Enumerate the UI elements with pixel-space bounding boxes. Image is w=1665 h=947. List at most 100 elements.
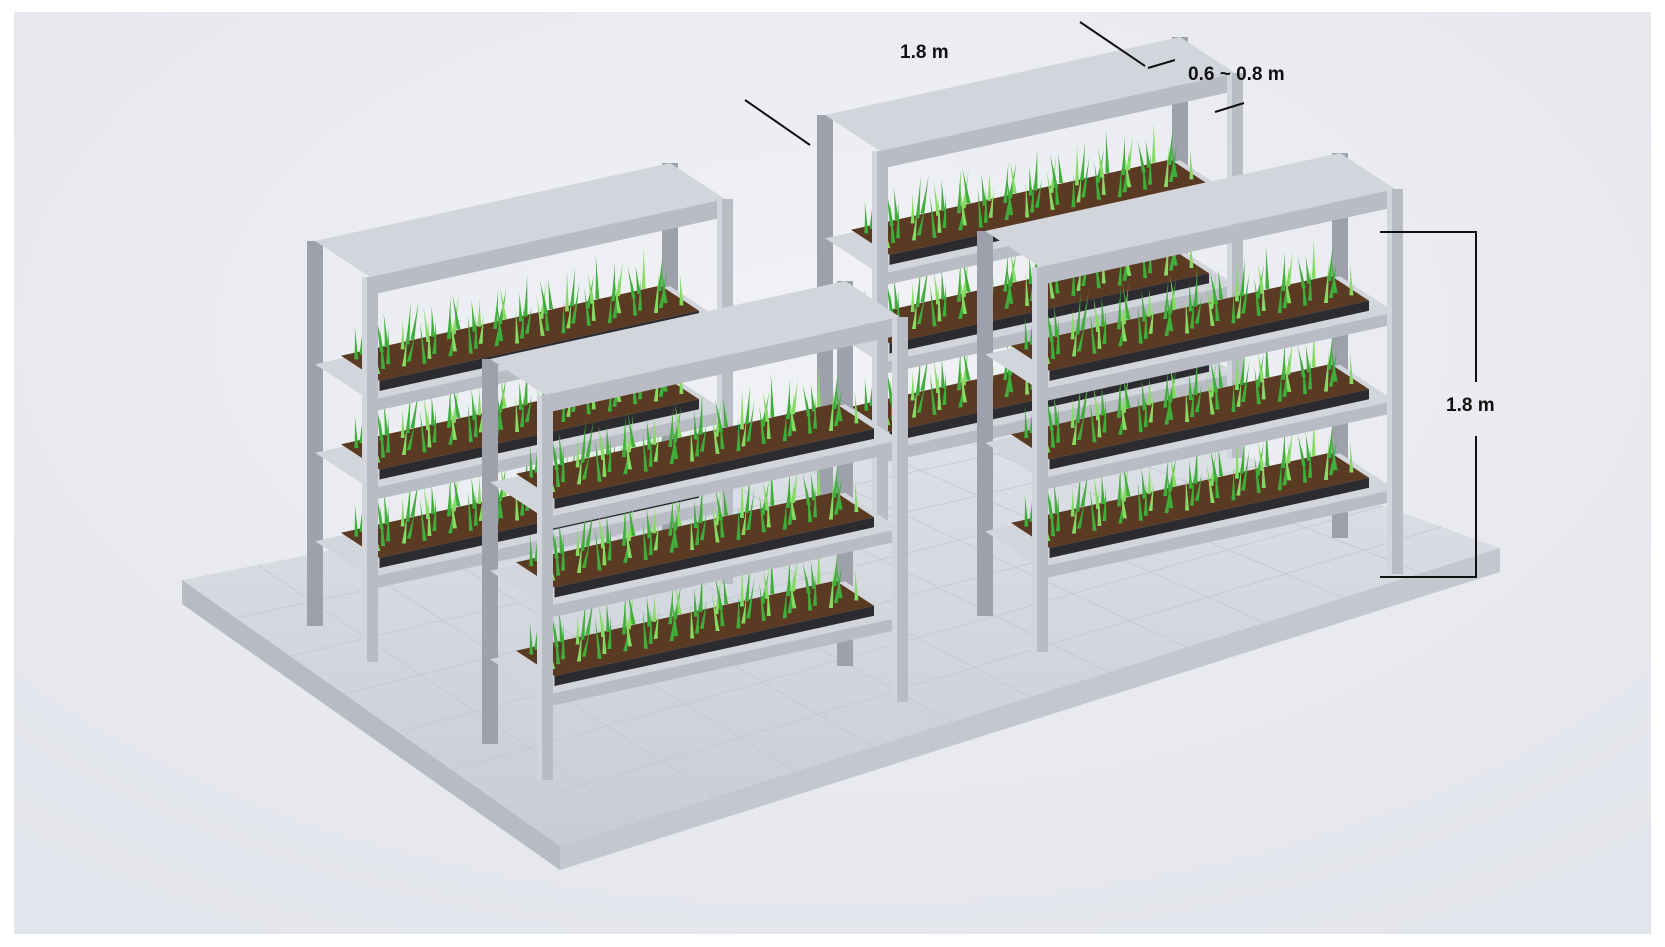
grass-blade — [1189, 385, 1194, 418]
grass-blade — [493, 288, 499, 330]
grass-blade — [672, 582, 682, 620]
grass-blade — [711, 590, 720, 632]
grass-blade — [1261, 276, 1266, 311]
grass-blade — [722, 397, 729, 428]
grass-blade — [1168, 142, 1178, 183]
grass-blade — [1050, 495, 1056, 537]
grass-blade — [1118, 298, 1128, 342]
grass-blade — [401, 333, 408, 367]
grass-blade — [558, 519, 564, 554]
grass-blade — [529, 533, 534, 567]
grass-blade — [1007, 161, 1017, 199]
grass-blade — [802, 561, 811, 594]
grass-blade — [1148, 391, 1154, 423]
grass-blade — [1050, 318, 1056, 360]
grass-blade — [1137, 304, 1143, 344]
rack-post-highlight — [1032, 267, 1037, 652]
grass-blade — [1286, 250, 1293, 287]
grass-blade — [669, 597, 678, 642]
grass-blade — [642, 432, 648, 472]
grass-blade — [1003, 339, 1009, 381]
grass-blade — [607, 526, 612, 561]
grass-blade — [1147, 465, 1152, 494]
grass-blade — [782, 499, 787, 530]
grass-blade — [1071, 174, 1076, 208]
floor-tile-line — [451, 505, 1383, 771]
grass-blade — [1168, 230, 1178, 271]
grass-blade — [1025, 181, 1030, 218]
grass-blade — [766, 493, 771, 528]
grass-blade — [576, 628, 583, 662]
grass-blade — [714, 486, 724, 521]
grass-blade — [1081, 244, 1090, 287]
grass-blade — [1148, 302, 1154, 334]
grass-blade — [606, 601, 611, 633]
grass-blade — [746, 576, 755, 619]
grass-blade — [739, 386, 744, 430]
grass-blade — [354, 415, 359, 449]
grass-blade — [1116, 285, 1121, 330]
grass-blade — [423, 483, 431, 519]
grass-blade — [714, 575, 722, 614]
grass-blade — [1193, 441, 1198, 484]
grass-blade — [1053, 303, 1059, 338]
grass-blade — [1164, 469, 1173, 514]
grass-blade — [958, 288, 965, 319]
grass-blade — [406, 332, 416, 362]
grass-blade — [1239, 434, 1245, 474]
length-dimension-line-left — [744, 99, 811, 146]
grass-blade — [1282, 442, 1290, 486]
grass-blade — [1075, 468, 1081, 512]
grass-blade — [1010, 248, 1017, 282]
grass-blade — [607, 381, 612, 412]
grass-blade — [419, 410, 427, 453]
grass-blade — [587, 272, 595, 304]
grass-blade — [478, 312, 484, 344]
grass-blade — [477, 475, 482, 504]
grass-blade — [523, 363, 528, 406]
grass-blade — [1167, 454, 1177, 492]
grass-blade — [581, 450, 591, 480]
grass-blade — [832, 549, 838, 587]
grass-blade — [1025, 269, 1030, 306]
grass-blade — [375, 491, 384, 530]
grass-blade — [1308, 269, 1313, 301]
grass-blade — [1257, 351, 1265, 383]
grass-blade — [1255, 263, 1265, 299]
grass-blade — [539, 279, 549, 314]
grass-blade — [719, 411, 725, 449]
grass-blade — [400, 407, 405, 438]
grass-blade — [1080, 379, 1089, 419]
grass-blade — [371, 434, 381, 463]
grass-blade — [410, 477, 419, 517]
grass-blade — [916, 295, 926, 325]
grass-blade — [832, 460, 838, 498]
grass-blade — [956, 169, 961, 214]
grass-blade — [1217, 269, 1224, 300]
grass-blade — [833, 474, 843, 515]
grass-blade — [1297, 433, 1306, 466]
height-dimension-label: 1.8 m — [1446, 395, 1495, 416]
grass-blade — [782, 588, 787, 619]
grass-blade — [739, 474, 744, 518]
grass-blade — [518, 292, 523, 322]
grass-blade — [802, 384, 811, 417]
grass-blade — [1081, 155, 1090, 198]
grass-blade — [1080, 467, 1089, 507]
grass-blade — [566, 299, 572, 329]
grass-blade — [787, 393, 795, 437]
grass-blade — [1241, 271, 1250, 314]
grass-blade — [1194, 384, 1202, 413]
grass-blade — [354, 326, 359, 360]
grass-blade — [910, 281, 915, 312]
grass-blade — [1089, 488, 1097, 531]
grass-blade — [646, 594, 652, 627]
grass-blade — [1076, 411, 1086, 441]
grass-blade — [981, 173, 987, 206]
grass-blade — [1028, 255, 1033, 285]
grass-blade — [544, 293, 550, 331]
grass-blade — [832, 372, 838, 410]
grass-blade — [1151, 121, 1156, 163]
grass-blade — [916, 383, 926, 413]
grass-blade — [1122, 283, 1131, 320]
